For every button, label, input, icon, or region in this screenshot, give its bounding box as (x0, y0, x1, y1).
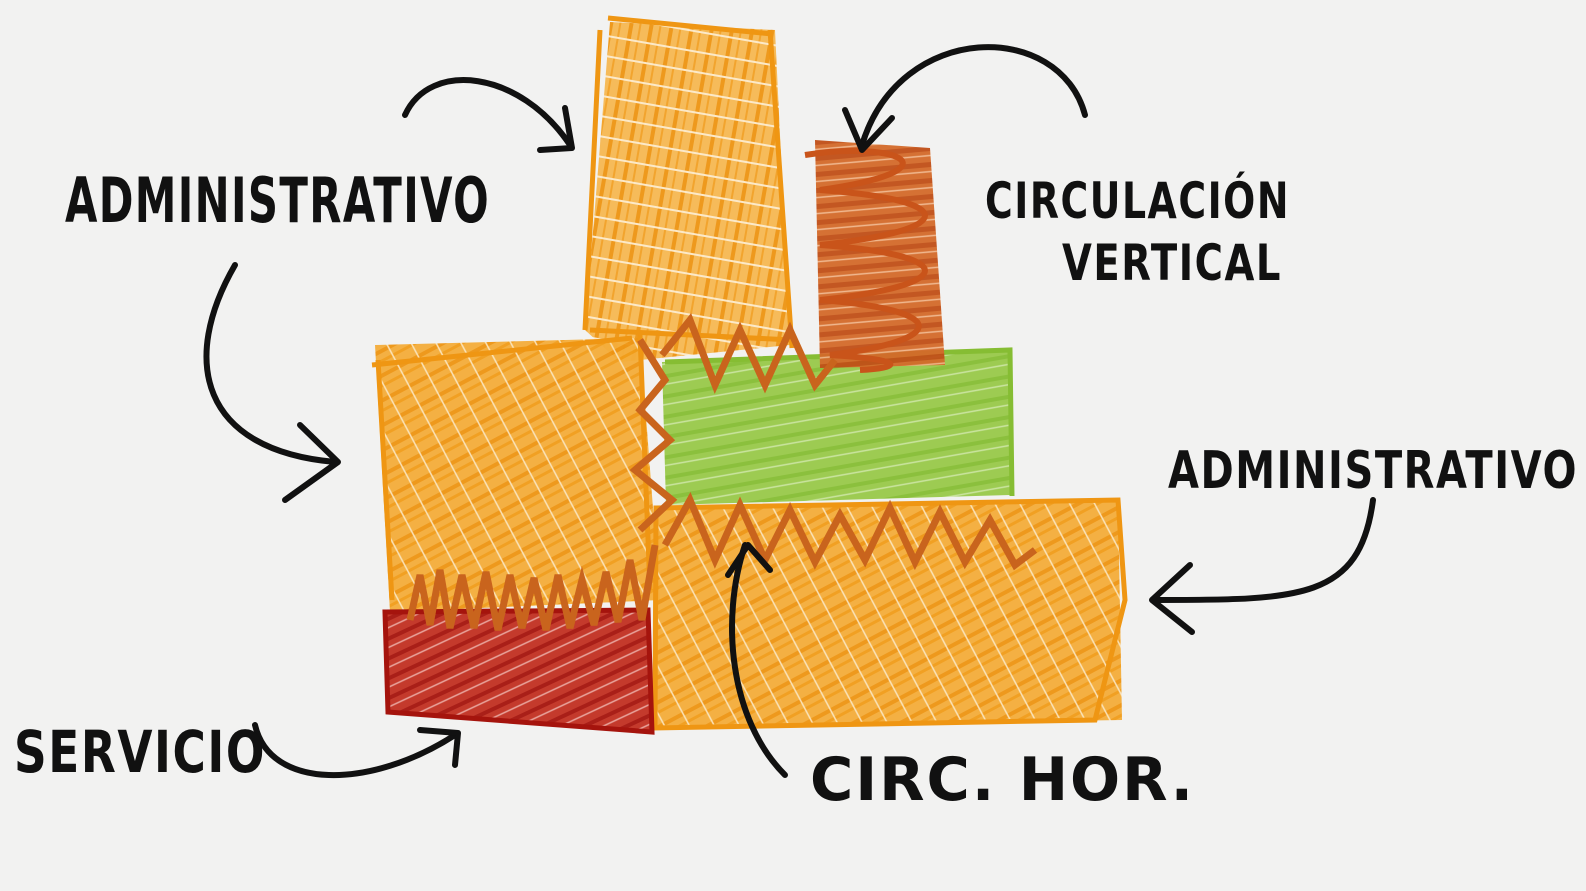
horizontal-circulation-zigzag (406, 313, 1038, 631)
label-circulation-vertical-line2: VERTICAL (1062, 234, 1282, 292)
arrow-circ-hor (729, 542, 788, 778)
arrowhead-service (417, 727, 461, 768)
label-service: SERVICIO (14, 718, 266, 786)
arrowhead-admin-left-to-block (282, 422, 341, 503)
arrowhead-admin-right (1149, 562, 1195, 635)
service-block (382, 607, 655, 735)
arrow-service (252, 722, 458, 779)
arrow-admin-left-to-block (203, 262, 338, 465)
arrows (203, 44, 1376, 779)
label-admin-left: ADMINISTRATIVO (65, 164, 490, 237)
admin-tower-block (582, 15, 795, 362)
green-zone-block (662, 347, 1015, 505)
arrow-admin-left-to-tower (402, 77, 573, 148)
arrow-circulation-vertical (859, 44, 1088, 148)
arrow-admin-right (1152, 497, 1376, 603)
arrowhead-circ-hor (725, 542, 773, 578)
arrowhead-admin-left-to-tower (537, 105, 575, 153)
vertical-circulation-coil (804, 140, 945, 373)
label-circ-hor: CIRC. HOR. (810, 745, 1195, 815)
arrowhead-circulation-vertical (842, 107, 895, 153)
label-circulation-vertical-line1: CIRCULACIÓN (985, 171, 1290, 230)
admin-left-block (371, 334, 660, 612)
label-admin-right: ADMINISTRATIVO (1168, 441, 1578, 501)
